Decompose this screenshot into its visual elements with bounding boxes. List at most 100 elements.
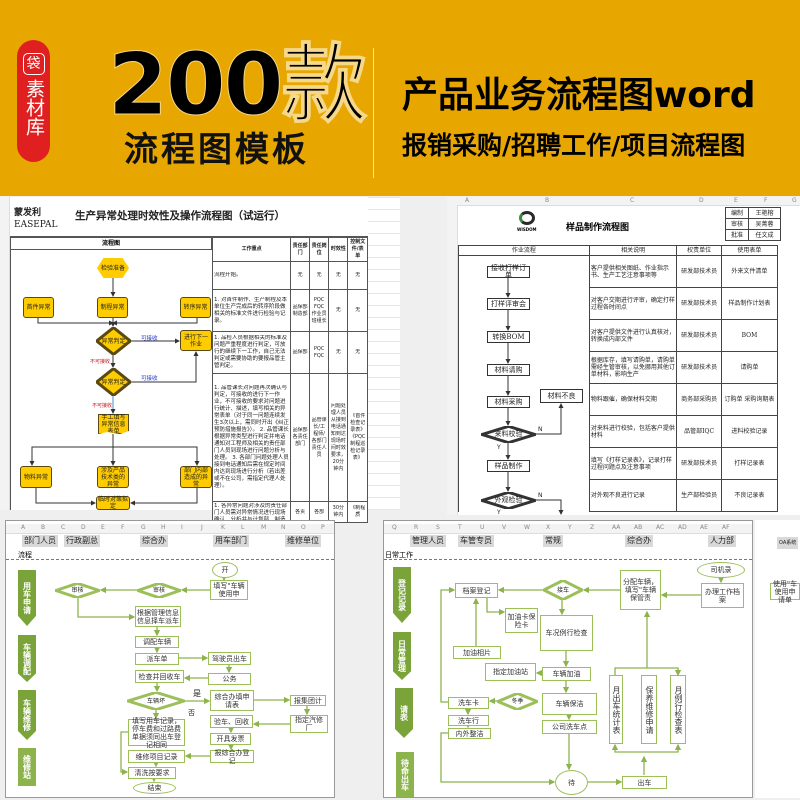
column-letter: P xyxy=(321,524,325,531)
table-cell: PQC FQC xyxy=(308,331,330,374)
p3-process-node: 开 xyxy=(212,562,238,578)
column-letter: D xyxy=(699,197,704,204)
p3-process-node: 结束 xyxy=(133,782,176,794)
p4-process-node: 保养维修申请 xyxy=(641,675,657,744)
department-header: 常规 xyxy=(543,535,563,547)
header-flow: 流程图 xyxy=(10,237,212,250)
department-header: OA系统 xyxy=(777,537,799,549)
table-cell: 研发部技术员 xyxy=(676,351,722,384)
column-letter: Y xyxy=(568,524,572,531)
divider xyxy=(373,48,374,178)
p1-process-node: 涉及产品技术类的异常 xyxy=(97,466,129,488)
column-letter: AB xyxy=(634,524,643,531)
p4-process-node: 办理工作档案 xyxy=(701,583,744,608)
logo-badge: 袋 xyxy=(22,53,45,75)
cell-text: PQC FQC xyxy=(313,345,325,359)
column-letter: M xyxy=(261,524,267,531)
p2-process-node: 材料采购 xyxy=(487,396,530,408)
cell-text: 品保部各责任部门 xyxy=(292,427,308,447)
row-numbers xyxy=(447,205,458,515)
cell-text: 《首件检查记录表》《PQC制程巡检记录表》 xyxy=(349,413,366,461)
column-letter: V xyxy=(502,524,507,531)
department-header: 行政副总 xyxy=(64,535,100,547)
p3-decision-label: 审核 xyxy=(71,587,84,594)
p1-process-node: 手工填写异常信息表单 xyxy=(98,414,129,434)
column-letter: X xyxy=(546,524,551,531)
table-row: 流程开始。无无无无 xyxy=(211,261,368,290)
table-cell: 外来文件清单 xyxy=(720,255,779,288)
table-cell: 品保部 xyxy=(290,331,310,374)
table-cell: 品管课长/工程师/各部门责任人员 xyxy=(308,373,330,502)
signoff-cell: 批准 xyxy=(725,229,749,241)
column-letter: B xyxy=(545,197,550,204)
p2-process-node: 接收打样订单 xyxy=(487,265,530,279)
column-letter: H xyxy=(161,524,166,531)
row-numbers xyxy=(0,197,10,510)
column-letter: G xyxy=(141,524,146,531)
p1-process-node: 物料异常 xyxy=(20,466,52,488)
logo-en: EASEPAL xyxy=(14,220,58,230)
p3-process-node: 调配车辆 xyxy=(135,636,179,648)
p2-process-node: 转换BOM xyxy=(487,331,530,343)
p1-process-node: 制程异常 xyxy=(97,297,128,318)
p4-decision-label: 冬季 xyxy=(511,698,524,705)
table-cell: 研发部技术员 xyxy=(676,319,722,352)
cell-text: 各责 xyxy=(295,508,306,515)
no-label: 否 xyxy=(188,709,195,717)
brand-logo: 袋 素材库 xyxy=(17,40,50,162)
p3-decision-label: 审核 xyxy=(152,587,165,594)
work-point-cell: 流程开始。 xyxy=(211,261,292,290)
no-label: N xyxy=(538,426,543,433)
column-letter: E xyxy=(734,197,738,204)
p1-process-node: 首件异常 xyxy=(23,297,54,318)
table-cell: 30分钟内 xyxy=(328,501,349,523)
table-cell: 根据库存，填写请购单，请购单需经生管审核，以免挪用其他订单材料，影响生产 xyxy=(588,351,678,384)
p2-decision-label: 来料校验 xyxy=(494,430,523,438)
logo-text: WISDOM xyxy=(517,227,537,232)
table-row: 1. 品管课长对问题再次确认与判定，可接收的进行下一作业，不可接收的要求对问题进… xyxy=(211,373,368,502)
p4-process-node: 档案登记 xyxy=(455,583,498,598)
p3-process-node: 开具发票 xyxy=(210,733,251,745)
column-letter: R xyxy=(414,524,419,531)
table-cell: 不良记录表 xyxy=(720,479,779,512)
cell-text: 品管课长/工程师/各部门责任人员 xyxy=(311,416,327,458)
table-cell: 研发部技术员 xyxy=(676,447,722,480)
table-cell: 无 xyxy=(328,289,349,332)
p4-process-node: 洗车卡 xyxy=(448,697,489,709)
cell-text: 无 xyxy=(335,272,341,278)
table-cell: 《首件检查记录表》《PQC制程巡检记录表》 xyxy=(347,373,368,502)
department-header: 车管专员 xyxy=(458,535,494,547)
p4-process-node: 车辆加油 xyxy=(542,667,591,681)
swimlane-label: 车辆维修 xyxy=(18,690,36,740)
column-header: 责任部门 xyxy=(290,237,310,262)
swimlane-label: 日常管理 xyxy=(393,632,411,680)
department-header: 综合办 xyxy=(140,535,168,547)
column-header: 工作重点 xyxy=(211,237,292,262)
section-label: 流程 xyxy=(18,551,32,559)
column-letter: A xyxy=(21,524,26,531)
yes-label: 是 xyxy=(193,689,201,698)
p3-decision-label: 车辆坏 xyxy=(146,697,165,705)
cell-text: PQC FQC 作业员 班组长 xyxy=(311,296,327,324)
column-letter: U xyxy=(480,524,485,531)
table-cell: 无 xyxy=(328,331,349,374)
table-cell: 对客户提供文件进行认真核对，转换成内部文件 xyxy=(588,319,678,352)
p1-process-node: 进行下一作业 xyxy=(180,330,212,351)
p3-process-node: 报综合办登记 xyxy=(210,749,254,765)
table-cell: 品保部各责任部门 xyxy=(290,373,310,502)
column-header: 控制文件/表单 xyxy=(347,237,368,262)
table-row: 客户提供相关图纸、作业指示书、生产工艺注意事项等研发部技术员外来文件清单 xyxy=(458,255,779,288)
work-table: 作业流程相关说明权责单位使用表单客户提供相关图纸、作业指示书、生产工艺注意事项等… xyxy=(458,245,779,512)
p3-process-node: 填写用车记录，停车费和过路费单据须同出车登记相同 xyxy=(128,717,185,749)
work-point-cell: 1. 对首件制作、生产制程及本单位生产完成后的转序阶段做相关的标准文件进行检验与… xyxy=(211,289,292,332)
p4-process-node: 车辆保洁 xyxy=(542,693,597,715)
cell-text: 《制程质 xyxy=(350,505,366,518)
sheet-title: 样品制作流程图 xyxy=(566,223,630,233)
p3-decision-node: 审核 xyxy=(55,583,100,598)
department-header: 用车部门 xyxy=(213,535,249,547)
p4-process-node: 司机录 xyxy=(697,562,745,578)
work-point-cell: 1. 各异常问题对涉及的责任部门人员需对异常情况进行现场确认、分析并与计划部、制… xyxy=(211,501,292,523)
cell-text: 无 xyxy=(335,349,341,355)
cell-text: 流程开始。 xyxy=(214,272,242,278)
